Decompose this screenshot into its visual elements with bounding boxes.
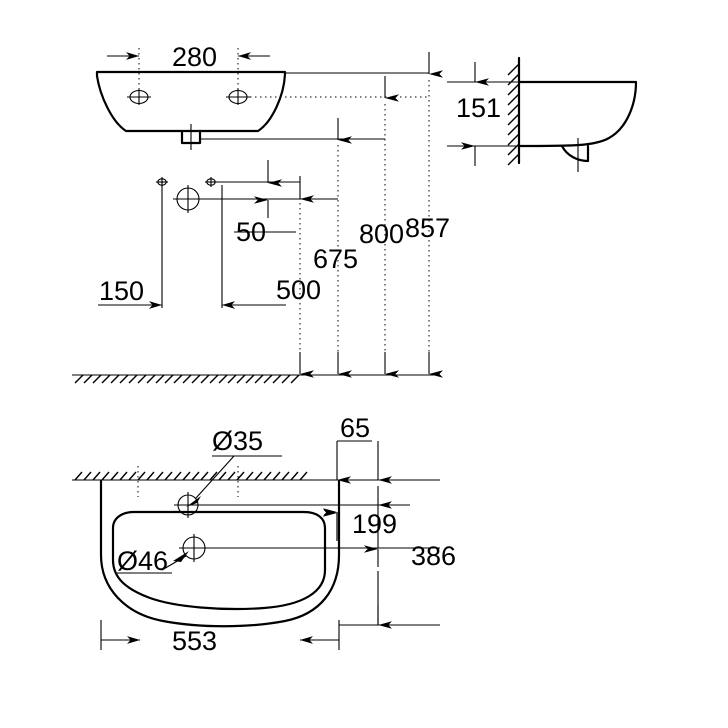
dia46-label: Ø46	[117, 546, 168, 576]
vertical-dimension-stack: 50 500 675 800 857	[98, 52, 450, 378]
dim-65: 65	[336, 413, 392, 484]
front-elevation-view: 280	[95, 42, 287, 150]
dim-280-label: 280	[172, 42, 217, 72]
dim-65-label: 65	[340, 413, 370, 443]
dia35-label: Ø35	[212, 426, 263, 456]
dim-500: 500	[276, 176, 321, 378]
side-bowl-inner	[560, 144, 590, 163]
front-basin-outline	[95, 70, 287, 133]
side-basin-profile	[517, 80, 638, 148]
dim-280: 280	[107, 42, 270, 72]
floor-hatch	[74, 374, 300, 384]
dim-857: 857	[405, 52, 450, 378]
floor-line-group	[72, 374, 440, 384]
dim-50-label: 50	[236, 217, 266, 247]
dim-500-label: 500	[276, 275, 321, 305]
dim-150: 150	[98, 276, 286, 309]
front-tap-hole-left	[127, 89, 151, 105]
dim-150-label: 150	[99, 276, 144, 306]
plan-bowl-inner	[111, 510, 327, 611]
dim-199: 199	[323, 508, 397, 541]
plan-view: Ø35 Ø46 65 199	[72, 413, 456, 656]
dim-857-label: 857	[405, 213, 450, 243]
dim-151-label: 151	[456, 93, 501, 123]
dim-800-label: 800	[359, 219, 404, 249]
dim-800: 800	[359, 76, 404, 378]
side-elevation-view: 151	[447, 56, 638, 172]
dim-386: 386	[364, 486, 456, 629]
leader-dia46: Ø46	[117, 546, 189, 576]
dim-553: 553	[100, 620, 340, 656]
side-wall-hatch	[507, 63, 520, 166]
supply-outlet-detail	[156, 177, 223, 308]
front-tap-hole-right	[226, 89, 250, 105]
dim-50: 50	[234, 160, 296, 247]
dim-151: 151	[447, 62, 519, 166]
leader-dia35: Ø35	[186, 426, 282, 507]
dim-199-label: 199	[352, 509, 397, 539]
dim-675: 675	[313, 118, 358, 378]
plan-wall-hatch	[74, 471, 308, 481]
dim-553-label: 553	[172, 626, 217, 656]
dim-386-label: 386	[411, 541, 456, 571]
dim-675-label: 675	[313, 244, 358, 274]
plan-basin-outer	[99, 479, 341, 628]
